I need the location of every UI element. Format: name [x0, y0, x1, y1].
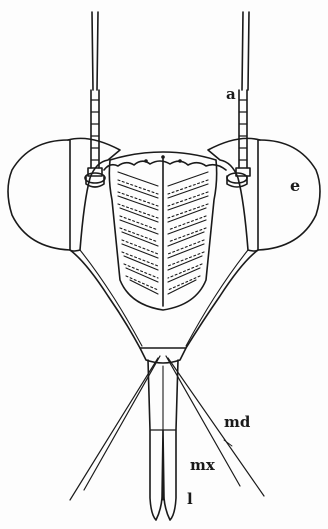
label-labium: l [187, 490, 193, 508]
label-eye: e [290, 176, 300, 195]
submentum [140, 348, 186, 363]
clypeus-plate [109, 152, 216, 310]
label-maxilla: mx [190, 456, 216, 474]
labium [148, 360, 178, 520]
label-mandible: md [224, 413, 251, 431]
gena-inner-right [186, 250, 248, 346]
left-antenna [85, 12, 105, 187]
right-compound-eye [208, 138, 320, 251]
head-capsule [70, 250, 258, 348]
left-compound-eye [8, 138, 120, 251]
vertex-crest [104, 161, 226, 170]
label-antenna: a [226, 85, 236, 103]
